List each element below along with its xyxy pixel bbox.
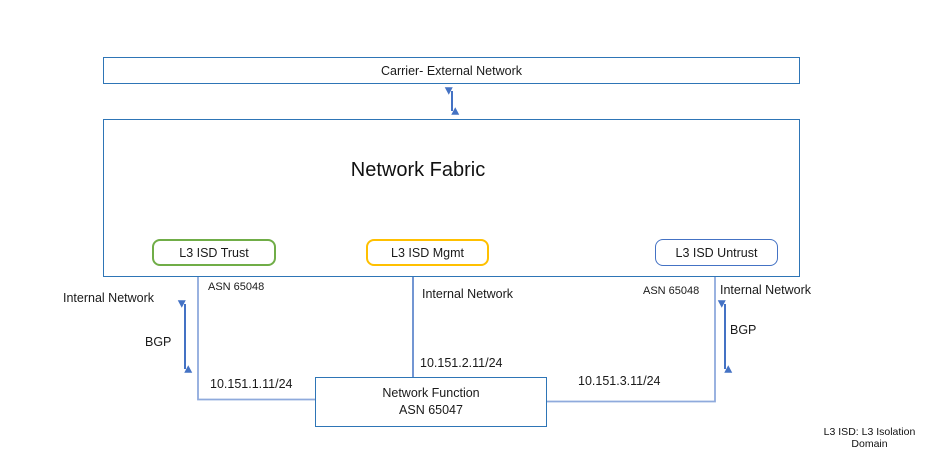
network-function-asn-label: ASN 65047: [399, 403, 463, 417]
l3-isd-trust-box: L3 ISD Trust: [152, 239, 276, 266]
footnote-l3-isd-definition: L3 ISD: L3 Isolation Domain: [812, 426, 927, 450]
footnote-line2: Domain: [851, 438, 888, 450]
ip-untrust-label: 10.151.3.11/24: [578, 374, 661, 388]
network-function-box: Network Function ASN 65047: [315, 377, 547, 427]
ip-trust-label: 10.151.1.11/24: [210, 377, 293, 391]
network-fabric-label: Network Fabric: [350, 159, 486, 181]
network-function-label: Network Function: [382, 386, 480, 400]
l3-isd-untrust-label: L3 ISD Untrust: [675, 245, 758, 260]
internal-network-left-label: Internal Network: [63, 291, 155, 305]
internal-network-mid-label: Internal Network: [422, 287, 514, 301]
asn-left-label: ASN 65048: [208, 281, 265, 293]
l3-isd-trust-label: L3 ISD Trust: [179, 245, 249, 260]
asn-right-label: ASN 65048: [643, 285, 700, 297]
footnote-line1: L3 ISD: L3 Isolation: [823, 426, 916, 438]
l3-isd-mgmt-box: L3 ISD Mgmt: [366, 239, 489, 266]
carrier-external-network-label: Carrier- External Network: [380, 63, 522, 78]
ip-mgmt-label: 10.151.2.11/24: [420, 356, 503, 370]
bgp-right-label: BGP: [730, 323, 757, 337]
internal-network-right-label: Internal Network: [720, 283, 812, 297]
carrier-external-network-box: Carrier- External Network: [103, 57, 800, 84]
l3-isd-untrust-box: L3 ISD Untrust: [655, 239, 778, 266]
bgp-left-label: BGP: [145, 335, 172, 349]
l3-isd-mgmt-label: L3 ISD Mgmt: [391, 245, 464, 260]
